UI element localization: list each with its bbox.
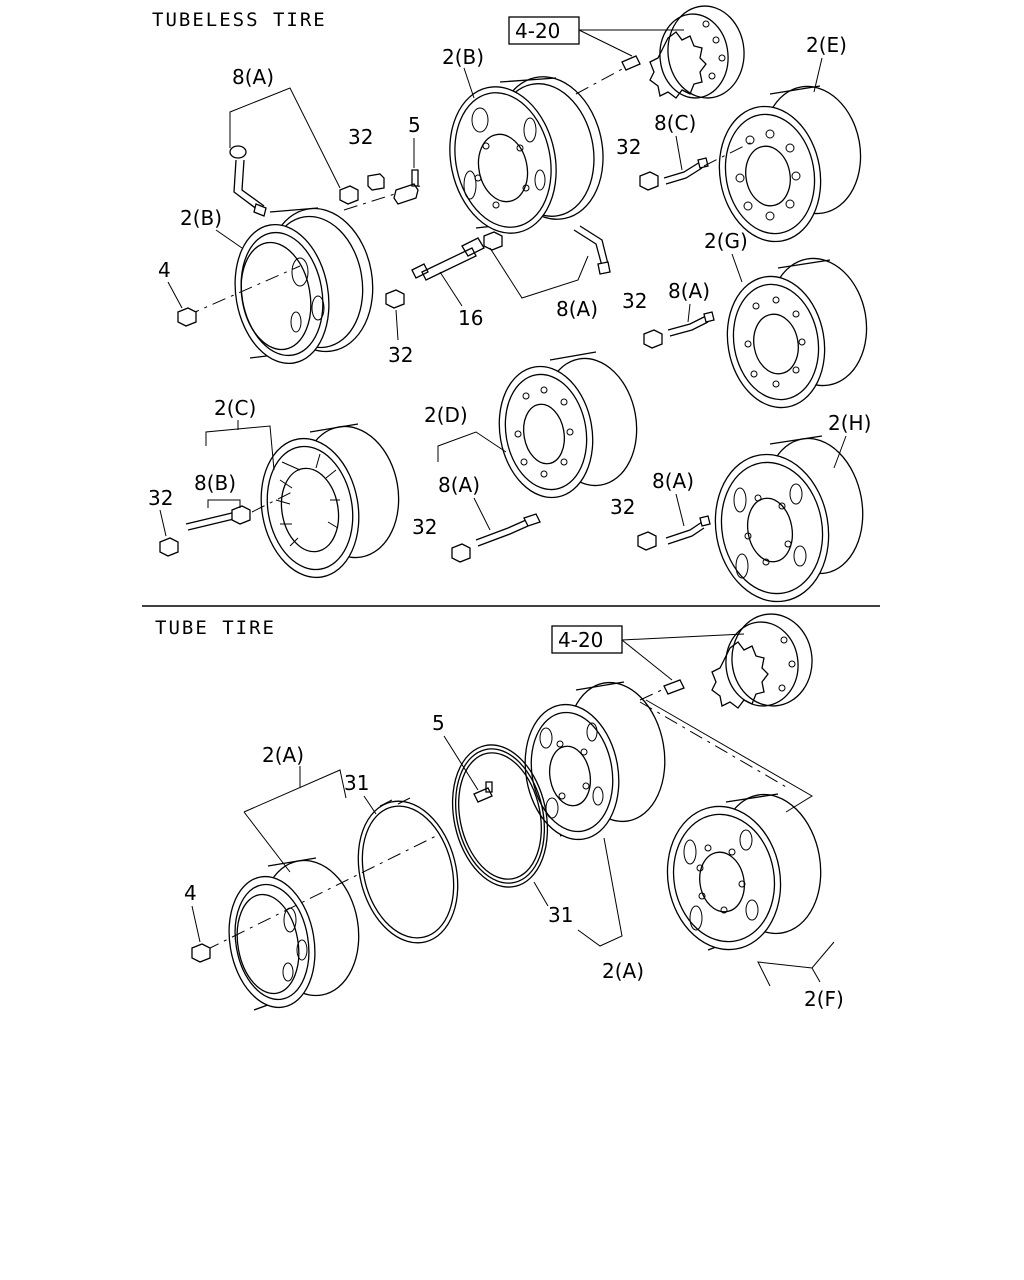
extension-8a-h bbox=[665, 521, 705, 545]
label-4-top: 4 bbox=[158, 258, 171, 282]
label-32-h: 32 bbox=[610, 495, 635, 519]
nut-4-bottom bbox=[191, 943, 211, 963]
wheel-2a-right bbox=[524, 681, 666, 841]
label-4-bottom: 4 bbox=[184, 881, 197, 905]
label-32-d: 32 bbox=[412, 515, 437, 539]
label-32-mid: 32 bbox=[388, 343, 413, 367]
label-8b: 8(B) bbox=[194, 471, 236, 495]
label-32-e: 32 bbox=[616, 135, 641, 159]
label-31-bottom: 31 bbox=[548, 903, 573, 927]
label-5-bottom: 5 bbox=[432, 711, 445, 735]
hub-bottom-stud bbox=[663, 679, 685, 695]
label-8a-d: 8(A) bbox=[438, 473, 480, 497]
nut-mid bbox=[483, 231, 503, 251]
label-32-g: 32 bbox=[622, 289, 647, 313]
label-8a-top: 8(A) bbox=[232, 65, 274, 89]
label-2h: 2(H) bbox=[828, 411, 871, 435]
label-2f: 2(F) bbox=[804, 987, 844, 1011]
cap-32-d bbox=[451, 543, 471, 563]
cap-32-mid bbox=[385, 289, 405, 309]
wheel-2a-left bbox=[228, 857, 360, 1011]
hub-top-stud bbox=[621, 55, 641, 71]
label-32-c: 32 bbox=[148, 486, 173, 510]
label-2c: 2(C) bbox=[214, 396, 256, 420]
cap-32-c bbox=[159, 537, 179, 557]
label-8c: 8(C) bbox=[654, 111, 696, 135]
wheel-2b-top bbox=[449, 76, 604, 234]
section-title-tube: TUBE TIRE bbox=[155, 617, 276, 639]
wheel-2g bbox=[726, 257, 868, 409]
label-8a-g: 8(A) bbox=[668, 279, 710, 303]
wheel-2e bbox=[718, 85, 862, 243]
extension-8a-top bbox=[229, 145, 267, 217]
nut-4-top bbox=[177, 307, 197, 327]
label-2a-right: 2(A) bbox=[602, 959, 644, 983]
label-2b-left: 2(B) bbox=[180, 206, 222, 230]
wheel-2d bbox=[498, 351, 638, 499]
cap-32-h bbox=[637, 531, 657, 551]
label-16: 16 bbox=[458, 306, 483, 330]
extension-8b bbox=[185, 511, 239, 531]
flap-31-left bbox=[357, 797, 459, 944]
extension-8a-mid bbox=[573, 225, 609, 267]
valve-5-bottom bbox=[473, 781, 493, 803]
extension-8a-d bbox=[475, 519, 529, 547]
cap-32-top-b bbox=[367, 173, 385, 191]
wheel-2b-left bbox=[234, 207, 374, 365]
valve-5-top bbox=[393, 169, 419, 205]
section-title-tubeless: TUBELESS TIRE bbox=[152, 9, 327, 31]
part-16 bbox=[411, 237, 485, 281]
cap-32-top bbox=[339, 185, 359, 205]
hub-top bbox=[649, 5, 745, 99]
label-2d: 2(D) bbox=[424, 403, 468, 427]
wheel-2c bbox=[260, 423, 400, 579]
wheel-2f bbox=[666, 793, 822, 951]
flap-31-right bbox=[451, 744, 549, 888]
label-2a-left: 2(A) bbox=[262, 743, 304, 767]
cap-32-g bbox=[643, 329, 663, 349]
extension-8c bbox=[663, 161, 703, 185]
label-32-top: 32 bbox=[348, 125, 373, 149]
extension-8a-g bbox=[667, 315, 709, 337]
label-8a-h: 8(A) bbox=[652, 469, 694, 493]
ref-box-top bbox=[508, 16, 580, 45]
label-8a-mid: 8(A) bbox=[556, 297, 598, 321]
label-31-top: 31 bbox=[344, 771, 369, 795]
label-5-top: 5 bbox=[408, 113, 421, 137]
ref-4-20-bottom: 4-20 bbox=[558, 628, 603, 652]
label-2b-top: 2(B) bbox=[442, 45, 484, 69]
ref-4-20-top: 4-20 bbox=[515, 19, 560, 43]
label-2e: 2(E) bbox=[806, 33, 847, 57]
hub-bottom bbox=[711, 613, 813, 709]
wheel-2h bbox=[714, 435, 864, 603]
label-2g: 2(G) bbox=[704, 229, 748, 253]
cap-32-e bbox=[639, 171, 659, 191]
